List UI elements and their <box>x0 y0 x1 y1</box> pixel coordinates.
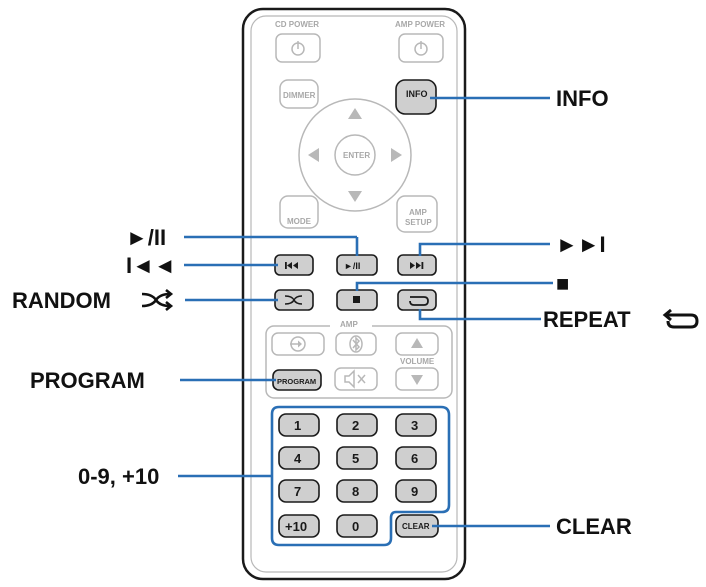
number-key[interactable] <box>336 479 378 503</box>
stop-icon <box>353 296 360 303</box>
number-key-label: 4 <box>294 451 302 466</box>
skip-back-callout-label: I◄◄ <box>126 253 176 278</box>
repeat-callout-label: REPEAT <box>543 307 631 332</box>
numbers-callout-label: 0-9, +10 <box>78 464 159 489</box>
info-button-label: INFO <box>406 89 428 99</box>
number-key-label: 5 <box>352 451 359 466</box>
random-icon <box>284 295 303 305</box>
mute-button[interactable] <box>334 367 378 391</box>
cd-power-icon <box>291 41 305 56</box>
mode-button[interactable] <box>279 195 319 229</box>
input-icon <box>290 336 306 352</box>
number-key-label: 1 <box>294 418 301 433</box>
number-key[interactable] <box>395 446 437 470</box>
number-key-label: +10 <box>285 519 307 534</box>
play-pause-button-label: ►/II <box>344 261 360 271</box>
clear-button-label: CLEAR <box>402 522 430 531</box>
number-key-label: 8 <box>352 484 359 499</box>
volume-label: VOLUME <box>400 357 435 366</box>
play-pause-callout-label: ►/II <box>126 225 166 250</box>
amp-setup-button[interactable] <box>396 195 438 233</box>
stop-callout-label: ■ <box>556 271 569 296</box>
number-keypad: 1 2 3 4 5 6 7 8 9 +10 0 <box>270 405 451 547</box>
up-arrow-icon[interactable] <box>348 108 362 119</box>
amp-power-label: AMP POWER <box>395 20 445 29</box>
program-callout-label: PROGRAM <box>30 368 145 393</box>
right-arrow-icon[interactable] <box>391 148 402 162</box>
amp-setup-label-1: AMP <box>409 208 427 217</box>
skip-forward-callout-line <box>418 242 550 256</box>
skip-forward-icon <box>410 262 424 269</box>
dimmer-button[interactable] <box>279 79 319 109</box>
number-key[interactable] <box>336 413 378 437</box>
number-key-label: 6 <box>411 451 418 466</box>
number-key[interactable] <box>278 479 320 503</box>
number-key-label: 2 <box>352 418 359 433</box>
amp-setup-label-2: SETUP <box>405 218 432 227</box>
amp-power-group: AMP POWER <box>395 20 445 63</box>
repeat-callout-icon <box>662 308 699 329</box>
callout-lines <box>178 96 553 528</box>
amp-section: AMP VOLUME <box>265 318 453 399</box>
number-key[interactable] <box>395 479 437 503</box>
mode-label: MODE <box>287 217 312 226</box>
amp-section-label: AMP <box>340 320 358 329</box>
left-arrow-icon[interactable] <box>308 148 319 162</box>
stop-callout-line <box>355 281 553 291</box>
info-callout-label: INFO <box>556 86 609 111</box>
number-key[interactable] <box>336 514 378 538</box>
enter-label: ENTER <box>343 151 370 160</box>
skip-back-icon <box>285 262 298 269</box>
amp-power-icon <box>414 41 428 56</box>
number-key-label: 7 <box>294 484 301 499</box>
number-key[interactable] <box>278 446 320 470</box>
repeat-callout-line <box>418 309 541 321</box>
cd-power-group: CD POWER <box>275 20 321 63</box>
number-key-label: 3 <box>411 418 418 433</box>
skip-forward-callout-label: ►►I <box>556 232 606 257</box>
volume-up-icon <box>411 338 423 348</box>
number-key[interactable] <box>278 413 320 437</box>
dimmer-label: DIMMER <box>283 91 316 100</box>
bluetooth-icon <box>349 335 363 353</box>
number-key[interactable] <box>336 446 378 470</box>
repeat-icon <box>409 296 429 306</box>
mute-icon <box>344 369 366 389</box>
enter-button[interactable] <box>334 134 376 176</box>
program-button-label: PROGRAM <box>277 377 316 386</box>
volume-down-icon <box>411 375 423 385</box>
down-arrow-icon[interactable] <box>348 191 362 202</box>
random-callout-label: RANDOM <box>12 288 111 313</box>
number-key-label: 9 <box>411 484 418 499</box>
dpad: ENTER <box>298 98 412 212</box>
repeat-button[interactable] <box>397 289 437 311</box>
number-key[interactable] <box>278 514 320 538</box>
number-key-label: 0 <box>352 519 359 534</box>
cd-power-label: CD POWER <box>275 20 319 29</box>
random-callout-icon <box>141 288 174 312</box>
number-key[interactable] <box>395 413 437 437</box>
clear-callout-label: CLEAR <box>556 514 632 539</box>
